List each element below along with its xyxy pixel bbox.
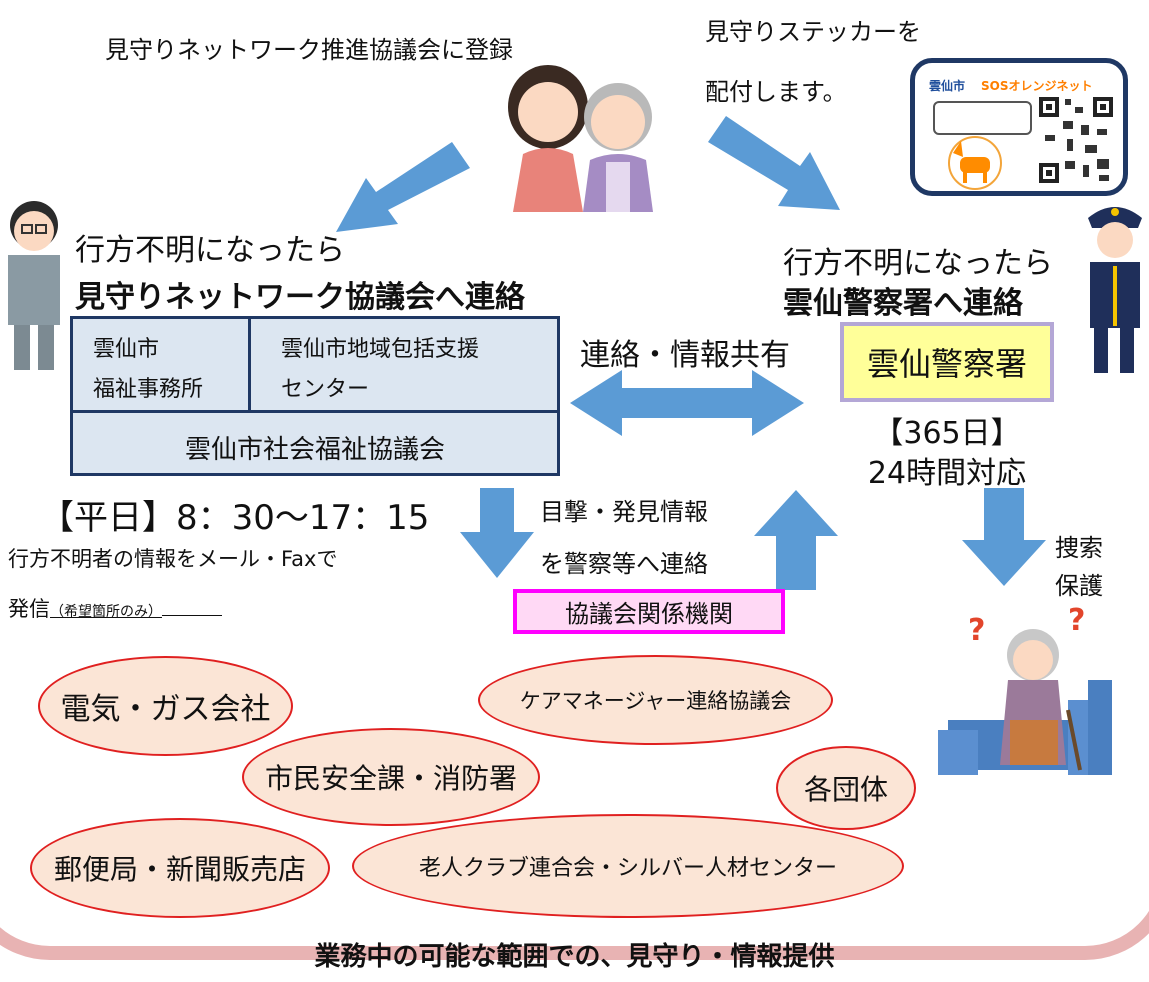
register-text: 見守りネットワーク推進協議会に登録 (105, 36, 513, 64)
arrow-down-search (962, 488, 1046, 586)
arrow-down-right (708, 116, 840, 210)
welfare-office-line1: 雲仙市 (93, 337, 160, 362)
watch-sticker: 雲仙市 SOSオレンジネット (910, 58, 1128, 196)
left-contact-text: 見守りネットワーク協議会へ連絡 (75, 280, 525, 315)
police-officer-illustration (1088, 207, 1142, 373)
support-center-line1: 雲仙市地域包括支援 (281, 337, 480, 362)
right-contact-text: 雲仙警察署へ連絡 (783, 286, 1023, 321)
notify-note-2-main: 発信 (8, 597, 50, 621)
box-divider-vertical (248, 319, 251, 411)
sticker-text-1: 見守りステッカーを (705, 18, 921, 46)
org-care-managers: ケアマネージャー連絡協議会 (478, 655, 833, 745)
city-worker-illustration (8, 201, 60, 370)
right-missing-text: 行方不明になったら (783, 246, 1053, 281)
witness-text-1: 目撃・発見情報 (540, 498, 708, 526)
orange-donkey-icon (948, 136, 1002, 190)
sticker-brand: SOSオレンジネット (981, 79, 1093, 93)
welfare-box: 雲仙市 福祉事務所 雲仙市地域包括支援 センター 雲仙市社会福祉協議会 (70, 316, 560, 476)
org-electric-gas: 電気・ガス会社 (38, 656, 293, 756)
welfare-office-line2: 福祉事務所 (93, 377, 204, 402)
org-post-newspaper: 郵便局・新聞販売店 (30, 818, 330, 918)
police-station-box: 雲仙警察署 (840, 322, 1054, 402)
support-center-line2: センター (281, 377, 370, 402)
caregiver-elder-illustration (508, 65, 653, 212)
footer-text: 業務中の可能な範囲での、見守り・情報提供 (314, 942, 835, 972)
notify-note-2: 発信（希望箇所のみ） (8, 593, 222, 623)
social-welfare-council: 雲仙市社会福祉協議会 (184, 435, 445, 465)
sticker-city: 雲仙市 (929, 79, 966, 93)
notify-note-2-sub: （希望箇所のみ） (50, 604, 162, 620)
svg-text:?: ? (968, 613, 985, 648)
police-hours: 24時間対応 (867, 456, 1027, 491)
sticker-text-2: 配付します。 (705, 78, 847, 106)
arrow-up-to-police (754, 490, 838, 590)
search-text-2: 保護 (1055, 572, 1103, 600)
witness-text-2: を警察等へ連絡 (540, 550, 708, 578)
org-senior-club: 老人クラブ連合会・シルバー人材センター (352, 814, 904, 918)
council-agencies-label: 協議会関係機関 (513, 589, 785, 634)
sticker-name-field (933, 101, 1032, 135)
qr-code-icon (1037, 95, 1115, 185)
bidirectional-arrow (570, 370, 804, 436)
underline-extension (162, 615, 222, 616)
search-text-1: 捜索 (1055, 534, 1103, 562)
org-groups: 各団体 (776, 746, 916, 830)
box-divider-horizontal (73, 410, 557, 413)
arrow-down-left (336, 142, 470, 232)
share-label: 連絡・情報共有 (580, 338, 790, 373)
weekday-hours: 【平日】8：30～17：15 (40, 498, 430, 538)
lost-elder-illustration: ? ? (938, 603, 1112, 775)
left-missing-text: 行方不明になったら (75, 233, 345, 268)
notify-note-1: 行方不明者の情報をメール・Faxで (8, 547, 338, 571)
svg-text:?: ? (1068, 603, 1085, 638)
police-days: 【365日】 (873, 416, 1021, 451)
arrow-down-to-org (460, 488, 534, 578)
org-citizen-safety: 市民安全課・消防署 (242, 728, 540, 826)
